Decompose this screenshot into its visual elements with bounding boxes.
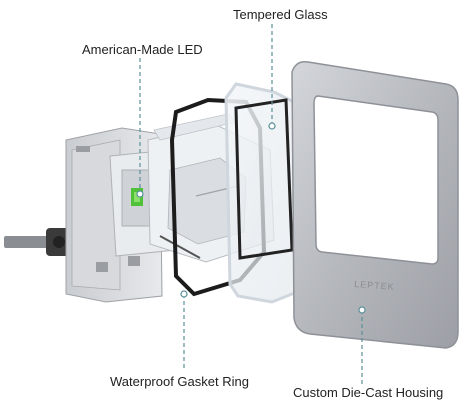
callout-die-cast-housing: Custom Die-Cast Housing bbox=[293, 385, 444, 400]
brand-logo: LEPTEK bbox=[354, 279, 395, 292]
callout-american-made-led: American-Made LED bbox=[82, 42, 203, 57]
leader-dot-housing bbox=[358, 306, 366, 314]
leader-lines bbox=[139, 24, 363, 384]
callout-tempered-glass: Tempered Glass bbox=[233, 7, 328, 22]
leader-dot-led bbox=[136, 190, 144, 198]
tempered-glass-panel bbox=[224, 82, 304, 304]
die-cast-housing: LEPTEK bbox=[291, 60, 459, 349]
callout-gasket-ring: Waterproof Gasket Ring bbox=[110, 374, 249, 389]
leader-dot-gasket bbox=[180, 290, 188, 298]
leader-dot-glass bbox=[268, 122, 276, 130]
mounting-bracket bbox=[4, 228, 72, 256]
